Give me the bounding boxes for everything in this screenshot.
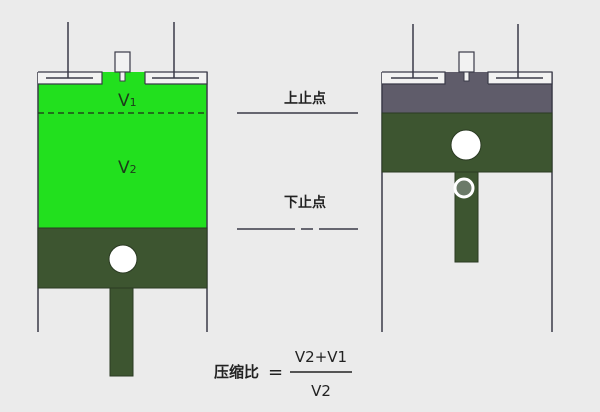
cylinder-tdc	[381, 24, 553, 332]
formula-numerator: V2+V1	[295, 348, 347, 366]
cylinder-head	[38, 71, 208, 85]
formula-denominator: V2	[311, 382, 331, 400]
formula-equals: =	[268, 362, 283, 383]
spark-plug	[458, 51, 475, 73]
spark-plug	[114, 51, 131, 73]
compressed-volume	[382, 84, 552, 113]
formula-label: 压缩比	[214, 363, 259, 381]
spark-plug-tip	[119, 71, 126, 82]
spark-plug-tip	[463, 71, 470, 82]
piston-pin-hole	[450, 129, 482, 161]
compression-ratio-formula: 压缩比 = V2+V1 V2	[214, 348, 352, 400]
combustion-chamber-volume	[38, 83, 207, 228]
bottom-dead-center-label: 下止点	[284, 194, 326, 211]
label-v2: V2	[118, 158, 137, 178]
top-dead-center-label: 上止点	[284, 90, 326, 107]
cylinder-bdc: V1 V2	[37, 22, 208, 377]
crank-pin	[453, 177, 475, 199]
label-v1: V1	[118, 91, 137, 111]
piston-pin-hole	[108, 244, 138, 274]
connecting-rod	[109, 287, 134, 377]
